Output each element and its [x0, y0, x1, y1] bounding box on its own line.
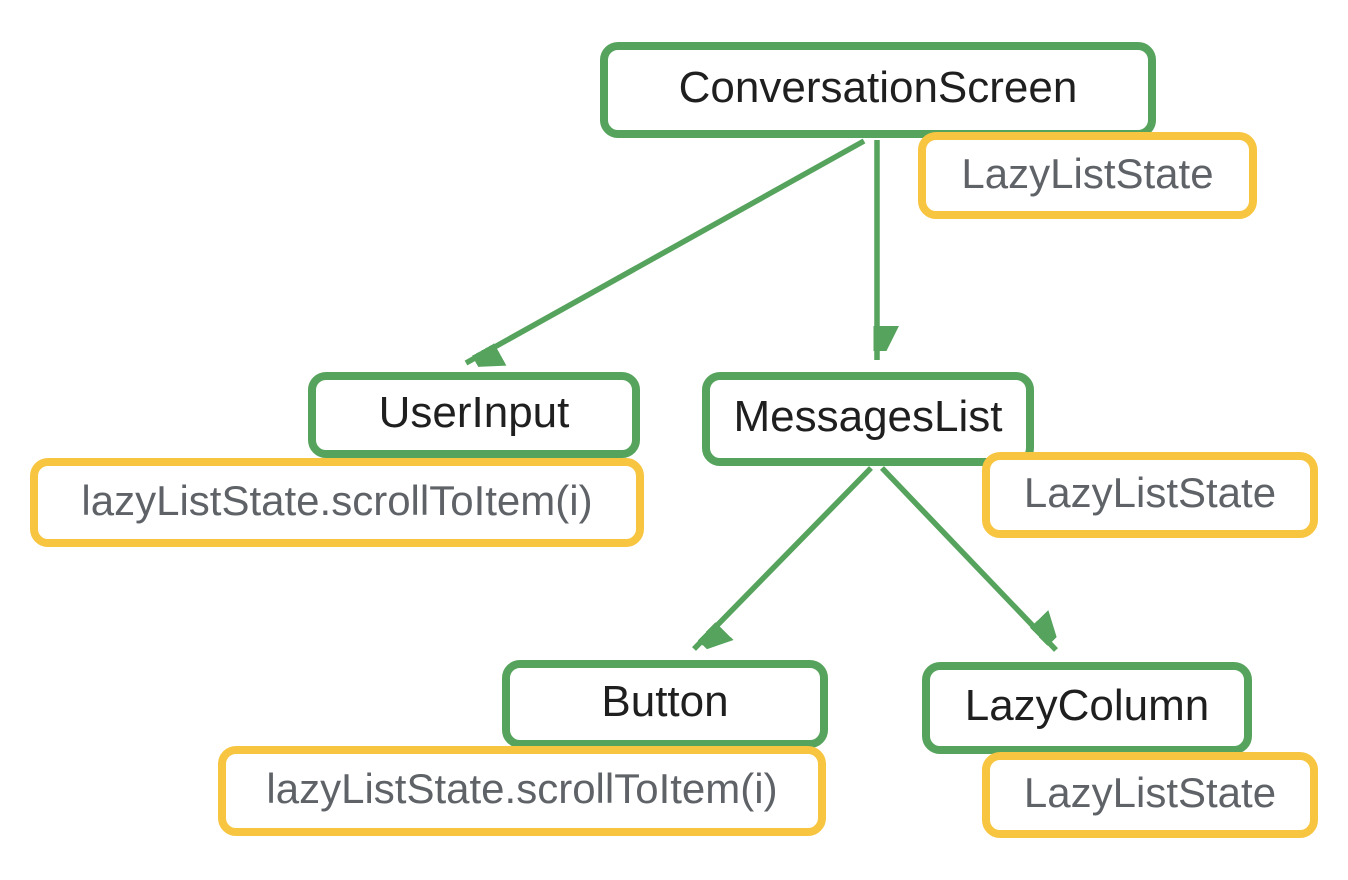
node-user-input-label: UserInput	[378, 388, 570, 437]
node-button: Button	[502, 660, 828, 748]
edge-messageslist-button	[692, 466, 873, 649]
node-conversation-screen: ConversationScreen	[600, 42, 1156, 138]
state-messages-list-lazyliststate: LazyListState	[982, 452, 1318, 538]
edge-conversationscreen-userinput	[464, 138, 866, 363]
state-label: LazyListState	[1023, 769, 1277, 816]
node-button-label: Button	[601, 677, 729, 726]
state-button-scrolltoitem: lazyListState.scrollToItem(i)	[218, 746, 826, 836]
edge-messageslist-lazycolumn	[880, 466, 1056, 652]
node-messages-list-label: MessagesList	[733, 392, 1003, 441]
state-label: lazyListState.scrollToItem(i)	[266, 765, 778, 812]
state-lazy-column-lazyliststate: LazyListState	[982, 752, 1318, 838]
state-label: LazyListState	[1023, 469, 1277, 516]
state-user-input-scrolltoitem: lazyListState.scrollToItem(i)	[30, 458, 644, 547]
node-conversation-screen-label: ConversationScreen	[678, 63, 1078, 112]
state-label: LazyListState	[961, 149, 1214, 197]
state-conversation-screen-lazyliststate: LazyListState	[918, 132, 1257, 219]
node-lazy-column-label: LazyColumn	[964, 681, 1210, 730]
state-label: lazyListState.scrollToItem(i)	[81, 476, 593, 524]
node-messages-list: MessagesList	[702, 372, 1034, 466]
node-lazy-column: LazyColumn	[922, 662, 1252, 754]
node-user-input: UserInput	[308, 372, 640, 458]
